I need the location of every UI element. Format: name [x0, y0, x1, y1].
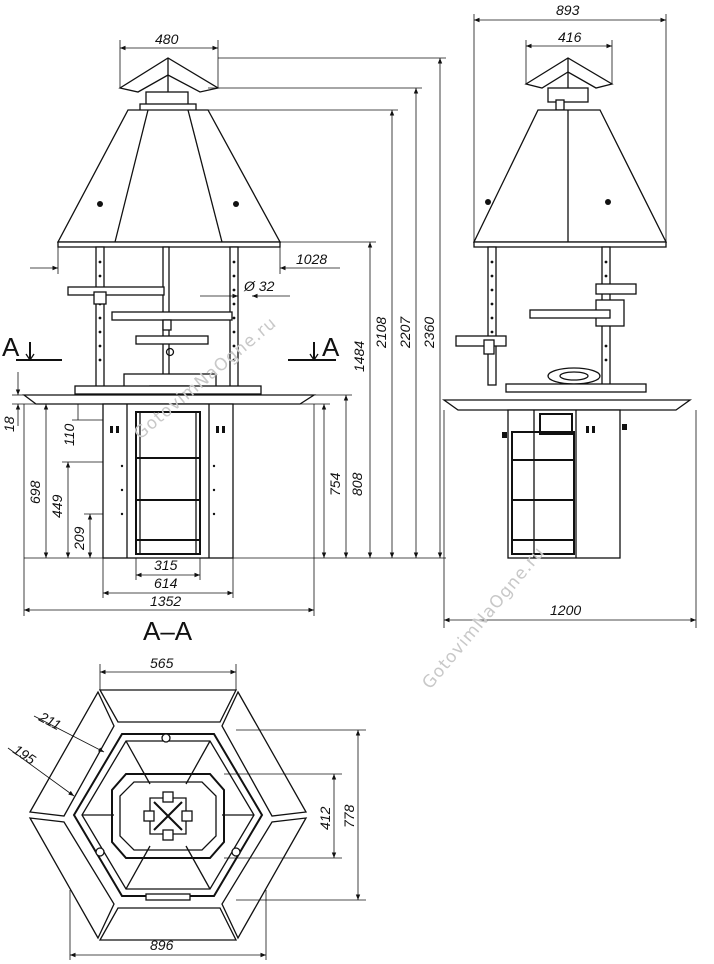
dim-2360: 2360: [421, 317, 437, 349]
plan-table-segment-bottom: [98, 907, 238, 941]
plan-table-segment-bottom-left: [28, 817, 115, 940]
hood: [56, 109, 282, 243]
chimney-cap: [118, 57, 220, 93]
dim-209: 209: [71, 526, 87, 551]
side-shelf-arm: [595, 283, 637, 295]
plan-frame-hexagon: [72, 733, 264, 897]
wood-ladder: [135, 411, 201, 555]
front-dimensions: 480 1028 Ø 32 2360 2207 2108 1484 808: [1, 31, 446, 616]
plan-view: [28, 689, 308, 941]
side-dimensions: 893 416 1200: [443, 2, 697, 628]
dim-416: 416: [558, 29, 582, 45]
side-cauldron: [547, 367, 601, 385]
plan-table-segment-top-left: [28, 690, 115, 817]
dim-1352: 1352: [150, 593, 181, 609]
plan-table-segment-top-right: [221, 690, 308, 817]
plan-table-segment-bottom-right: [221, 817, 308, 940]
dim-449: 449: [49, 494, 65, 518]
plan-table-segment-top: [98, 689, 238, 723]
dim-480: 480: [155, 31, 179, 47]
base-cabinet: [102, 403, 234, 559]
section-marks: A A A–A: [2, 332, 340, 646]
dim-2207: 2207: [397, 316, 413, 349]
dim-808: 808: [349, 472, 365, 496]
side-view: [441, 57, 693, 559]
dim-893: 893: [556, 2, 580, 18]
front-view: [22, 57, 317, 559]
dim-18: 18: [1, 416, 17, 432]
side-hood: [472, 109, 668, 243]
dim-1484: 1484: [351, 341, 367, 372]
dim-698: 698: [27, 480, 43, 504]
side-swing-arm: [455, 335, 507, 347]
dim-110: 110: [61, 423, 77, 446]
dim-dia-32: Ø 32: [243, 278, 275, 294]
dim-896: 896: [150, 937, 174, 953]
dim-195: 195: [10, 741, 38, 767]
section-title: A–A: [143, 616, 193, 646]
side-grill-grate: [529, 309, 611, 319]
swing-shelf-left: [67, 286, 165, 296]
dim-412: 412: [317, 806, 333, 830]
dim-565: 565: [150, 655, 174, 671]
dim-614: 614: [154, 575, 178, 591]
section-label-right: A: [322, 332, 340, 362]
pot-hook-bar: [135, 335, 209, 345]
dim-778: 778: [341, 804, 357, 828]
watermark-2: GotovimNaOgne.ru: [419, 543, 550, 694]
dim-1200: 1200: [550, 602, 581, 618]
plan-dimensions: 565 211 195 412 778 896: [7, 655, 366, 960]
dim-754: 754: [327, 472, 343, 496]
side-post-left: [487, 246, 497, 386]
dim-2108: 2108: [373, 317, 389, 349]
side-chimney-cap: [524, 57, 614, 89]
dim-315: 315: [154, 557, 178, 573]
section-label-left: A: [2, 332, 20, 362]
dim-1028: 1028: [296, 251, 327, 267]
side-table-top: [441, 399, 693, 411]
grill-grate: [111, 311, 233, 321]
plan-firebox: [111, 773, 225, 859]
